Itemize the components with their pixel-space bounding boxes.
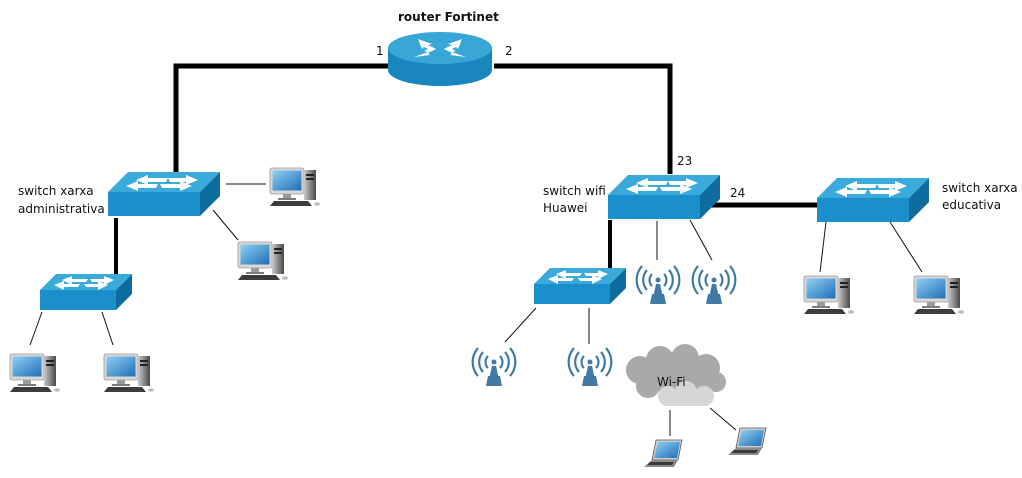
switch-admin-label-line2: administrativa bbox=[18, 202, 105, 216]
switch-wifi-icon[interactable] bbox=[608, 175, 720, 219]
switch-edu-label-line1: switch xarxa bbox=[942, 181, 1018, 195]
switch-admin-icon[interactable] bbox=[108, 172, 220, 216]
link-admin-sub-pc1 bbox=[29, 311, 43, 346]
switch-edu-label-line2: educativa bbox=[942, 198, 1002, 212]
link-admin-pc2 bbox=[212, 209, 239, 241]
access-links bbox=[29, 183, 923, 436]
router-port-2-label: 2 bbox=[505, 44, 513, 58]
switch-admin-sub-icon[interactable] bbox=[40, 274, 132, 310]
laptop-icon[interactable] bbox=[643, 439, 683, 468]
router-port-1-label: 1 bbox=[376, 44, 384, 58]
cloud-icon[interactable] bbox=[626, 344, 726, 406]
link-edu-pc1 bbox=[819, 221, 827, 273]
link-router-port1-to-switch-admin bbox=[173, 63, 390, 172]
trunk-links bbox=[114, 63, 818, 276]
cloud-label: Wi-Fi bbox=[657, 375, 686, 389]
link-router-port2-to-switch-wifi bbox=[494, 63, 673, 174]
link-wifi-ap4 bbox=[689, 219, 713, 261]
desktop-computer-icon[interactable] bbox=[913, 275, 965, 315]
desktop-computer-icon[interactable] bbox=[103, 353, 155, 393]
wireless-access-point-icon[interactable] bbox=[691, 264, 737, 306]
switch-edu-icon[interactable] bbox=[817, 178, 929, 222]
wireless-access-point-icon[interactable] bbox=[567, 346, 613, 388]
laptop-icon[interactable] bbox=[727, 427, 767, 456]
switch-wifi-label-line1: switch wifi bbox=[543, 184, 606, 198]
switch-wifi-sub-icon[interactable] bbox=[534, 268, 626, 304]
wireless-access-point-icon[interactable] bbox=[471, 346, 517, 388]
link-subwifi-ap1 bbox=[504, 307, 537, 343]
switch-wifi-port-24-label: 24 bbox=[730, 186, 746, 200]
desktop-computer-icon[interactable] bbox=[269, 167, 321, 207]
link-admin-sub-pc2 bbox=[101, 311, 114, 346]
switch-wifi-port-23-label: 23 bbox=[677, 154, 693, 168]
router-label: router Fortinet bbox=[398, 10, 499, 24]
desktop-computer-icon[interactable] bbox=[803, 275, 855, 315]
link-cloud-laptop2 bbox=[709, 407, 737, 431]
router-icon[interactable] bbox=[388, 32, 492, 86]
desktop-computer-icon[interactable] bbox=[237, 241, 289, 281]
switch-admin-label-line1: switch xarxa bbox=[18, 184, 94, 198]
link-edu-pc2 bbox=[889, 221, 923, 273]
wireless-access-point-icon[interactable] bbox=[635, 264, 681, 306]
switch-wifi-label-line2: Huawei bbox=[543, 201, 588, 215]
desktop-computer-icon[interactable] bbox=[9, 353, 61, 393]
